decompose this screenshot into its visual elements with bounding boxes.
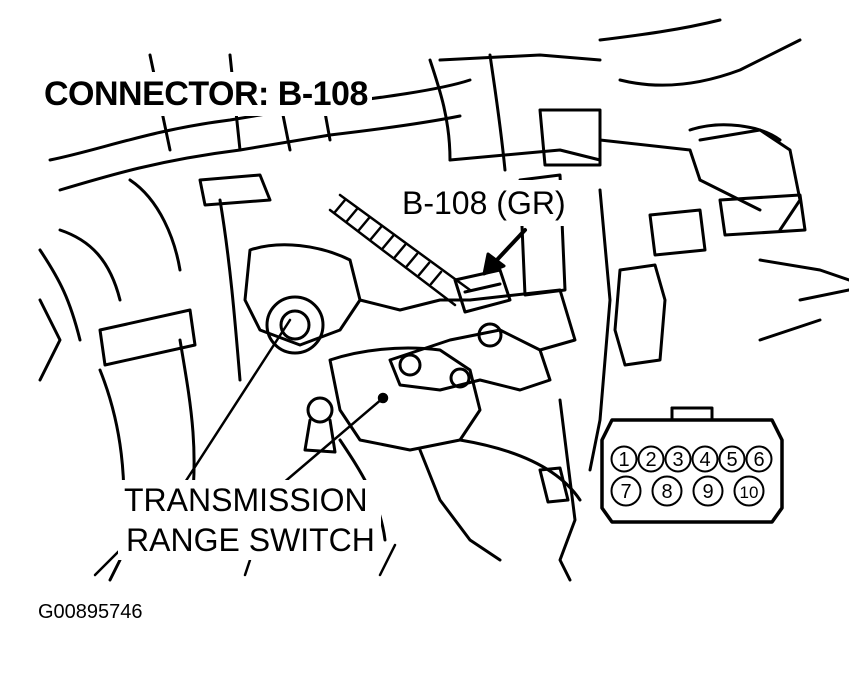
corrugated-harness — [328, 193, 472, 307]
connector-callout-label: B-108 (GR) — [398, 180, 570, 226]
connector-pin-label-3: 3 — [672, 449, 683, 471]
connector-pin-9 — [692, 475, 724, 507]
connector-pin-5 — [718, 445, 746, 473]
connector-pin-label-2: 2 — [645, 449, 656, 471]
connector-pin-6 — [745, 445, 773, 473]
connector-pin-7 — [610, 475, 642, 507]
diagram-title: CONNECTOR: B-108 — [40, 72, 372, 116]
connector-pin-label-9: 9 — [702, 481, 713, 503]
range-switch-label-line-1: TRANSMISSION — [124, 482, 368, 518]
connector-pin-label-10: 10 — [740, 483, 759, 502]
connector-pin-label-4: 4 — [699, 449, 710, 471]
range-switch-label: TRANSMISSION RANGE SWITCH — [118, 480, 381, 560]
figure-id: G00895746 — [38, 601, 143, 623]
transmission-body — [243, 173, 667, 582]
connector-pin-8 — [651, 475, 683, 507]
connector-pin-3 — [664, 445, 692, 473]
connector-pin-1 — [610, 445, 638, 473]
callout-arrow — [482, 228, 527, 276]
range-switch-label-line-2: RANGE SWITCH — [126, 522, 375, 558]
connector-pin-4 — [691, 445, 719, 473]
upper-right-harness — [438, 18, 849, 342]
connector-pin-label-6: 6 — [753, 449, 764, 471]
connector-pin-2 — [637, 445, 665, 473]
label-leader-lines — [178, 318, 389, 492]
connector-pin-label-5: 5 — [726, 449, 737, 471]
connector-pin-10 — [733, 475, 765, 507]
connector-pin-label-7: 7 — [620, 481, 631, 503]
connector-b108 — [453, 268, 512, 314]
connector-pin-label-1: 1 — [618, 449, 629, 471]
connector-pin-label-8: 8 — [661, 481, 672, 503]
